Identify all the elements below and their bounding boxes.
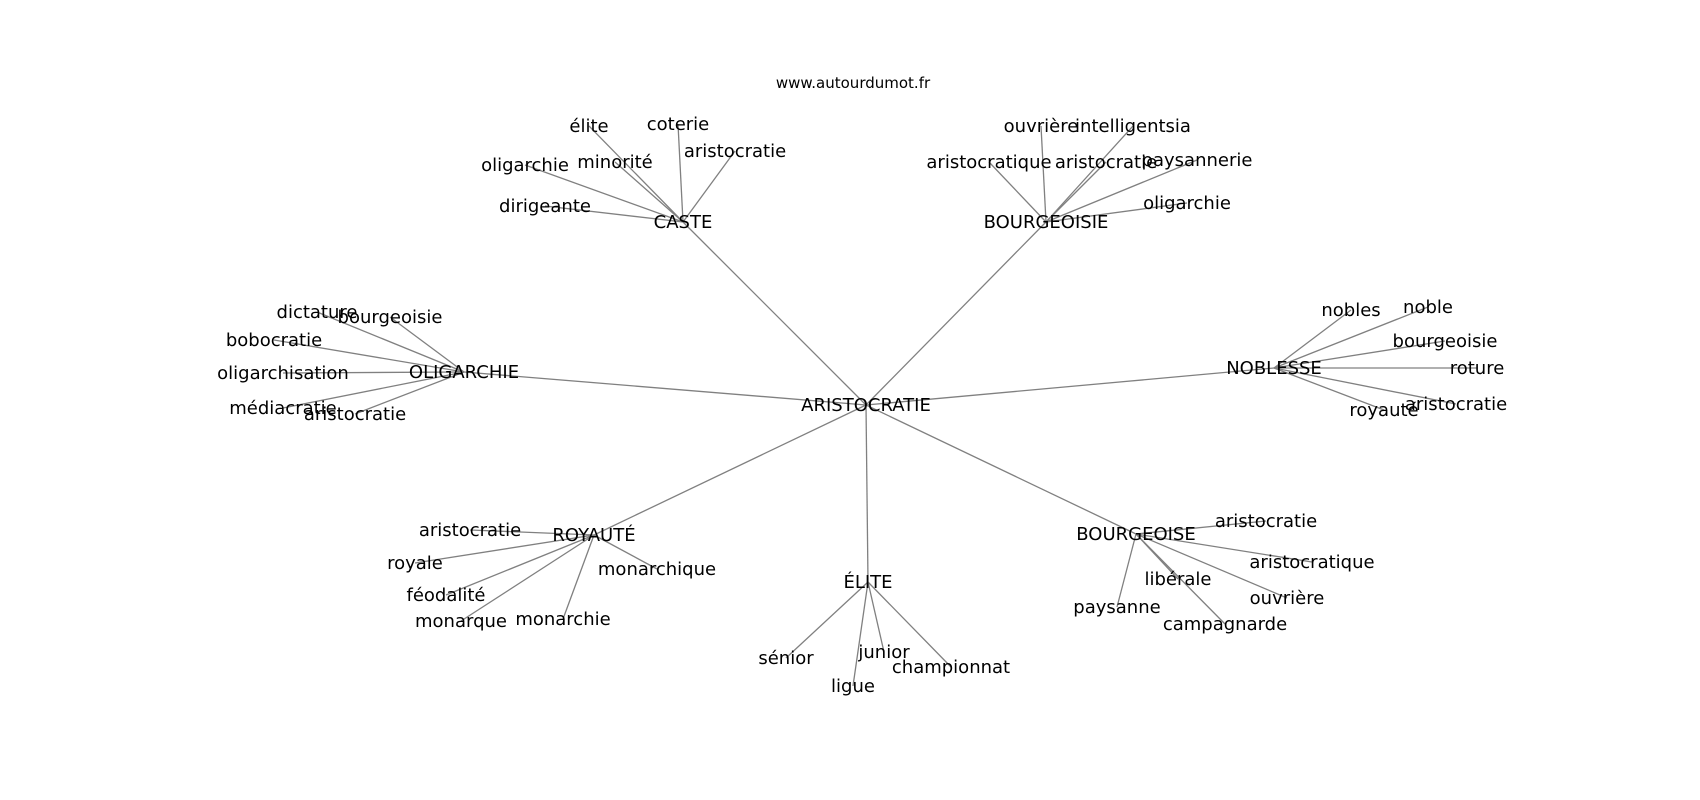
leaf-word[interactable]: aristocratie [1055, 152, 1157, 173]
edge-hub-leaf [677, 123, 684, 223]
leaf-word[interactable]: oligarchie [481, 155, 569, 176]
leaf-word[interactable]: campagnarde [1163, 614, 1287, 635]
leaf-word[interactable]: dirigeante [499, 196, 591, 217]
edge-hub-leaf [1273, 306, 1429, 369]
leaf-word[interactable]: bobocratie [226, 330, 322, 351]
leaf-word[interactable]: élite [569, 116, 608, 137]
edge-center-hub [463, 371, 867, 406]
edge-hub-leaf [1045, 202, 1188, 223]
leaf-word[interactable]: paysanne [1073, 597, 1160, 618]
edge-hub-leaf [524, 164, 684, 223]
leaf-word[interactable]: coterie [647, 114, 710, 135]
leaf-word[interactable]: aristocratie [304, 404, 406, 425]
edge-hub-leaf [282, 371, 465, 374]
edge-hub-leaf [1135, 533, 1226, 625]
leaf-word[interactable]: royauté [1349, 400, 1418, 421]
edge-hub-leaf [988, 161, 1047, 223]
hub-word[interactable]: NOBLESSE [1226, 358, 1322, 379]
edge-center-hub [865, 221, 1047, 406]
edge-center-hub [865, 404, 1137, 535]
edge-center-hub [682, 221, 867, 406]
leaf-word[interactable]: intelligentsia [1075, 116, 1191, 137]
edge-center-hub [865, 404, 869, 583]
edge-hub-leaf [1135, 533, 1313, 563]
leaf-word[interactable]: féodalité [406, 585, 485, 606]
leaf-word[interactable]: monarchique [598, 559, 716, 580]
leaf-word[interactable]: monarchie [515, 609, 610, 630]
leaf-word[interactable]: minorité [577, 152, 653, 173]
hub-word[interactable]: BOURGEOISIE [984, 212, 1109, 233]
hub-word[interactable]: OLIGARCHIE [409, 362, 519, 383]
edge-hub-leaf [1273, 367, 1457, 405]
edge-hub-leaf [1273, 309, 1352, 369]
edge-hub-leaf [282, 371, 465, 409]
edge-hub-leaf [445, 534, 595, 596]
edge-hub-leaf [785, 581, 869, 659]
edge-hub-leaf [1135, 520, 1267, 535]
leaf-word[interactable]: aristocratie [1215, 511, 1317, 532]
edge-hub-leaf [1045, 125, 1134, 223]
edge-center-hub [593, 404, 867, 536]
edge-hub-leaf [1040, 125, 1047, 223]
edge-hub-leaf [614, 161, 684, 223]
leaf-word[interactable]: oligarchisation [217, 363, 349, 384]
leaf-word[interactable]: championnat [892, 657, 1010, 678]
edge-hub-leaf [852, 581, 869, 687]
edge-center-hub [865, 367, 1275, 406]
leaf-word[interactable]: roture [1450, 358, 1505, 379]
leaf-word[interactable]: junior [857, 642, 910, 663]
leaf-word[interactable]: médiacratie [229, 398, 337, 419]
leaf-word[interactable]: nobles [1321, 300, 1380, 321]
leaf-word[interactable]: paysannerie [1142, 150, 1253, 171]
edge-hub-leaf [544, 205, 684, 223]
leaf-word[interactable]: ouvrière [1250, 588, 1325, 609]
edge-hub-leaf [593, 534, 658, 570]
leaf-word[interactable]: aristocratie [684, 141, 786, 162]
leaf-word[interactable]: aristocratique [926, 152, 1051, 173]
hub-word[interactable]: ROYAUTÉ [552, 524, 635, 546]
leaf-word[interactable]: noble [1403, 297, 1453, 318]
edge-hub-leaf [469, 529, 595, 536]
leaf-word[interactable]: bourgeoisie [1393, 331, 1498, 352]
hub-word[interactable]: ÉLITE [843, 571, 892, 593]
leaf-word[interactable]: sénior [758, 648, 814, 669]
hub-word[interactable]: BOURGEOISE [1076, 524, 1195, 545]
watermark: www.autourdumot.fr [776, 74, 931, 92]
label-layer: élite coterie aristocratie oligarchie minori… [217, 114, 1507, 697]
edge-hub-leaf [1273, 367, 1385, 411]
edge-hub-leaf [867, 581, 885, 653]
leaf-word[interactable]: ligue [831, 676, 875, 697]
leaf-word[interactable]: aristocratique [1249, 552, 1374, 573]
edge-hub-leaf [316, 311, 465, 373]
edge-hub-leaf [562, 534, 595, 620]
leaf-word[interactable]: aristocratie [419, 520, 521, 541]
leaf-word[interactable]: dictature [277, 302, 358, 323]
edge-hub-leaf [460, 534, 595, 622]
hub-word[interactable]: CASTE [654, 212, 713, 233]
edge-layer [273, 123, 1477, 687]
edge-hub-leaf [354, 371, 465, 415]
leaf-word[interactable]: royale [387, 553, 443, 574]
leaf-word[interactable]: aristocratie [1405, 394, 1507, 415]
leaf-word[interactable]: ouvrière [1004, 116, 1079, 137]
edge-hub-leaf [273, 339, 465, 373]
leaf-word[interactable]: monarque [415, 611, 507, 632]
leaf-word[interactable]: oligarchie [1143, 193, 1231, 214]
center-word[interactable]: ARISTOCRATIE [801, 395, 931, 416]
edge-hub-leaf [1045, 161, 1107, 223]
edge-hub-leaf [682, 150, 736, 223]
leaf-word[interactable]: bourgeoisie [338, 307, 443, 328]
edge-hub-leaf [588, 125, 684, 223]
edge-hub-leaf [1045, 159, 1198, 223]
edge-hub-leaf [1135, 533, 1288, 599]
edge-hub-leaf [414, 534, 595, 564]
edge-hub-leaf [1116, 533, 1137, 608]
leaf-word[interactable]: libérale [1144, 569, 1211, 590]
edge-hub-leaf [1273, 340, 1446, 369]
edge-hub-leaf [867, 581, 952, 668]
edge-hub-leaf [389, 316, 465, 373]
